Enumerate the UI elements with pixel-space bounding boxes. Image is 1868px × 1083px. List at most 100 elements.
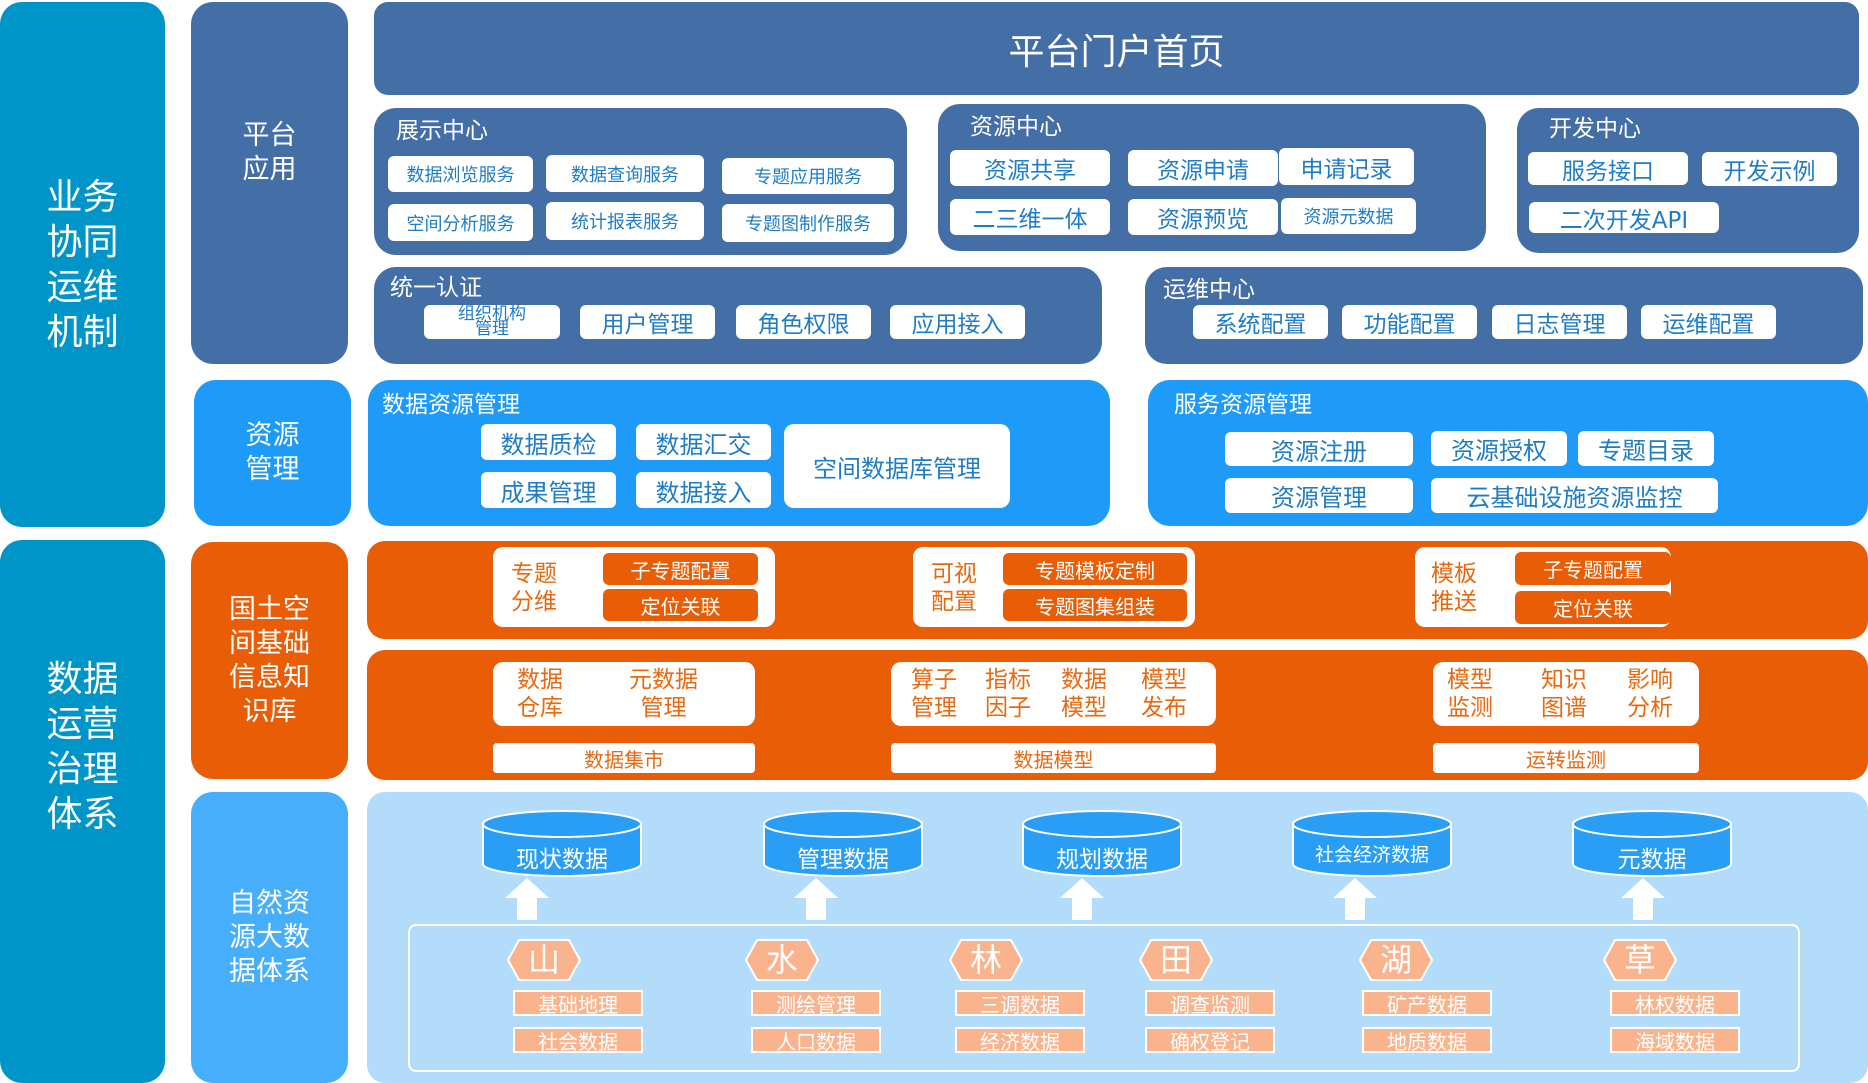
secondary-dev-api-button[interactable]: 二次开发API bbox=[1529, 202, 1719, 234]
display-center-title: 展示中心 bbox=[396, 118, 488, 144]
data-category-tag[interactable]: 确权登记 bbox=[1145, 1027, 1275, 1054]
resource-apply-button[interactable]: 资源申请 bbox=[1128, 150, 1278, 186]
data-query-service-button[interactable]: 数据查询服务 bbox=[546, 155, 704, 192]
apply-record-button[interactable]: 申请记录 bbox=[1279, 148, 1414, 185]
business-ops-mechanism-label: 业务 协同 运维 机制 bbox=[0, 2, 165, 527]
up-arrow-icon bbox=[1333, 878, 1377, 920]
database-cylinder[interactable]: 元数据 bbox=[1571, 808, 1733, 878]
data-category-tag[interactable]: 经济数据 bbox=[955, 1027, 1085, 1054]
thematic-app-service-button[interactable]: 专题应用服务 bbox=[722, 158, 894, 194]
database-label: 现状数据 bbox=[516, 847, 608, 873]
element-char: 水 bbox=[765, 941, 798, 979]
thematic-atlas-assemble-button[interactable]: 专题图集组装 bbox=[1003, 589, 1187, 621]
data-model-bar[interactable]: 数据模型 bbox=[891, 743, 1216, 773]
resource-center-panel: 资源中心 资源共享 资源申请 申请记录 二三维一体 资源预览 资源元数据 bbox=[938, 104, 1486, 251]
thematic-map-service-button[interactable]: 专题图制作服务 bbox=[722, 204, 894, 242]
statistics-report-service-button[interactable]: 统计报表服务 bbox=[546, 202, 704, 240]
element-hexagon: 林 bbox=[949, 939, 1023, 981]
portal-banner[interactable]: 平台门户首页 bbox=[374, 2, 1859, 95]
user-mgmt-button[interactable]: 用户管理 bbox=[580, 305, 715, 339]
metadata-mgmt-item[interactable]: 元数据 管理 bbox=[629, 667, 698, 721]
database-icon bbox=[1022, 810, 1182, 877]
data-resource-mgmt-title: 数据资源管理 bbox=[382, 392, 520, 418]
knowledge-data-row: 数据 仓库 元数据 管理 数据集市 算子 管理 指标 因子 数据 模型 模型 发… bbox=[367, 650, 1868, 780]
hexagon-icon bbox=[1359, 939, 1433, 981]
data-submit-button[interactable]: 数据汇交 bbox=[636, 424, 771, 460]
data-model-box: 算子 管理 指标 因子 数据 模型 模型 发布 bbox=[891, 662, 1216, 726]
service-resource-mgmt-panel: 服务资源管理 资源注册 资源授权 专题目录 资源管理 云基础设施资源监控 bbox=[1148, 380, 1868, 526]
result-mgmt-button[interactable]: 成果管理 bbox=[481, 472, 616, 508]
data-category-tag[interactable]: 测绘管理 bbox=[751, 990, 881, 1017]
function-config-button[interactable]: 功能配置 bbox=[1342, 305, 1477, 339]
location-link-button[interactable]: 定位关联 bbox=[603, 589, 758, 621]
up-arrow-icon bbox=[794, 878, 838, 920]
element-hexagon: 山 bbox=[507, 939, 581, 981]
unified-auth-panel: 统一认证 组织机构 管理 用户管理 角色权限 应用接入 bbox=[374, 267, 1102, 364]
knowledge-graph-item[interactable]: 知识 图谱 bbox=[1541, 667, 1587, 721]
unified-auth-title: 统一认证 bbox=[390, 275, 482, 301]
element-char: 草 bbox=[1623, 941, 1656, 979]
data-access-button[interactable]: 数据接入 bbox=[636, 472, 771, 508]
data-category-tag[interactable]: 调查监测 bbox=[1145, 990, 1275, 1017]
data-model-item[interactable]: 数据 模型 bbox=[1061, 667, 1107, 721]
data-category-tag[interactable]: 海域数据 bbox=[1610, 1027, 1740, 1054]
dev-example-button[interactable]: 开发示例 bbox=[1702, 152, 1837, 186]
resource-authorize-button[interactable]: 资源授权 bbox=[1431, 431, 1567, 466]
knowledge-base-label: 国土空 间基础 信息知 识库 bbox=[191, 542, 348, 779]
data-browse-service-button[interactable]: 数据浏览服务 bbox=[388, 156, 533, 192]
data-category-tag[interactable]: 三调数据 bbox=[955, 990, 1085, 1017]
operator-mgmt-item[interactable]: 算子 管理 bbox=[911, 667, 957, 721]
database-cylinder[interactable]: 社会经济数据 bbox=[1291, 808, 1453, 878]
data-governance-system-label: 数据 运营 治理 体系 bbox=[0, 540, 165, 1083]
spatial-db-mgmt-button[interactable]: 空间数据库管理 bbox=[784, 424, 1010, 508]
data-category-tag[interactable]: 基础地理 bbox=[513, 990, 643, 1017]
data-category-tag[interactable]: 矿产数据 bbox=[1362, 990, 1492, 1017]
resource-share-button[interactable]: 资源共享 bbox=[950, 150, 1110, 186]
database-cylinder[interactable]: 规划数据 bbox=[1021, 808, 1183, 878]
database-cylinder[interactable]: 现状数据 bbox=[481, 808, 643, 878]
indicator-factor-item[interactable]: 指标 因子 bbox=[985, 667, 1031, 721]
ops-config-button[interactable]: 运维配置 bbox=[1641, 305, 1776, 339]
resource-register-button[interactable]: 资源注册 bbox=[1225, 432, 1413, 466]
sub-thematic-config-button-2[interactable]: 子专题配置 bbox=[1515, 552, 1671, 585]
data-quality-check-button[interactable]: 数据质检 bbox=[481, 424, 616, 460]
2d-3d-integration-button[interactable]: 二三维一体 bbox=[950, 199, 1110, 235]
data-category-tag[interactable]: 社会数据 bbox=[513, 1027, 643, 1054]
visual-config-label: 可视 配置 bbox=[931, 561, 977, 615]
spatial-analysis-service-button[interactable]: 空间分析服务 bbox=[388, 204, 533, 241]
thematic-template-custom-button[interactable]: 专题模板定制 bbox=[1003, 553, 1187, 585]
cloud-infra-monitor-button[interactable]: 云基础设施资源监控 bbox=[1431, 478, 1718, 513]
resource-preview-button[interactable]: 资源预览 bbox=[1128, 199, 1278, 235]
app-access-button[interactable]: 应用接入 bbox=[890, 305, 1025, 339]
hexagon-icon bbox=[1603, 939, 1677, 981]
resource-mgmt-button[interactable]: 资源管理 bbox=[1225, 478, 1413, 513]
model-publish-item[interactable]: 模型 发布 bbox=[1141, 667, 1187, 721]
data-mart-bar[interactable]: 数据集市 bbox=[493, 743, 755, 773]
hexagon-icon bbox=[949, 939, 1023, 981]
data-mart-box: 数据 仓库 元数据 管理 bbox=[493, 662, 755, 726]
org-mgmt-button[interactable]: 组织机构 管理 bbox=[424, 305, 560, 339]
data-category-tag[interactable]: 林权数据 bbox=[1610, 990, 1740, 1017]
data-resource-mgmt-panel: 数据资源管理 数据质检 数据汇交 成果管理 数据接入 空间数据库管理 bbox=[368, 380, 1110, 526]
database-cylinder[interactable]: 管理数据 bbox=[762, 808, 924, 878]
location-link-button-2[interactable]: 定位关联 bbox=[1515, 591, 1671, 624]
system-config-button[interactable]: 系统配置 bbox=[1193, 305, 1328, 339]
log-mgmt-button[interactable]: 日志管理 bbox=[1492, 305, 1627, 339]
hexagon-icon bbox=[1139, 939, 1213, 981]
resource-mgmt-label: 资源 管理 bbox=[194, 380, 351, 526]
data-warehouse-item[interactable]: 数据 仓库 bbox=[517, 667, 563, 721]
data-category-tag[interactable]: 地质数据 bbox=[1362, 1027, 1492, 1054]
data-category-tag[interactable]: 人口数据 bbox=[751, 1027, 881, 1054]
resource-metadata-button[interactable]: 资源元数据 bbox=[1281, 198, 1416, 234]
operation-monitor-bar[interactable]: 运转监测 bbox=[1433, 743, 1699, 773]
visual-config-box: 可视 配置 专题模板定制 专题图集组装 bbox=[913, 547, 1195, 627]
hexagon-icon bbox=[507, 939, 581, 981]
model-monitor-item[interactable]: 模型 监测 bbox=[1447, 667, 1493, 721]
impact-analysis-item[interactable]: 影响 分析 bbox=[1627, 667, 1673, 721]
element-char: 田 bbox=[1159, 941, 1192, 979]
sub-thematic-config-button[interactable]: 子专题配置 bbox=[603, 553, 758, 585]
role-permission-button[interactable]: 角色权限 bbox=[736, 305, 871, 339]
service-interface-button[interactable]: 服务接口 bbox=[1528, 152, 1688, 185]
thematic-catalog-button[interactable]: 专题目录 bbox=[1578, 431, 1714, 466]
database-label: 社会经济数据 bbox=[1314, 844, 1429, 866]
